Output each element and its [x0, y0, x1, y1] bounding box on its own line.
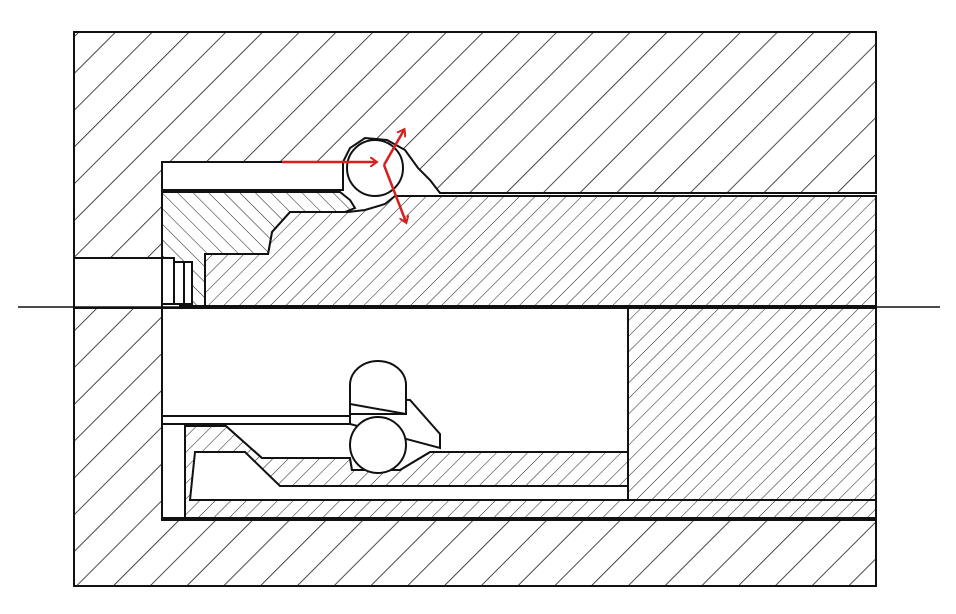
retainer-plate-b: [173, 261, 185, 305]
ball-lower: [349, 416, 407, 474]
retainer-plate-c: [183, 261, 193, 305]
force-vector-arrows: [282, 130, 406, 222]
sleeve-channel: [161, 161, 344, 191]
ball-lower-divider: [349, 403, 407, 415]
retainer-plate-a: [161, 257, 175, 305]
bore-entry: [73, 257, 163, 309]
force-arrow-resultant: [382, 164, 406, 222]
ball-lower-top: [349, 360, 407, 415]
force-arrow-normal: [382, 130, 404, 166]
shaft-lower-end: [627, 307, 877, 519]
